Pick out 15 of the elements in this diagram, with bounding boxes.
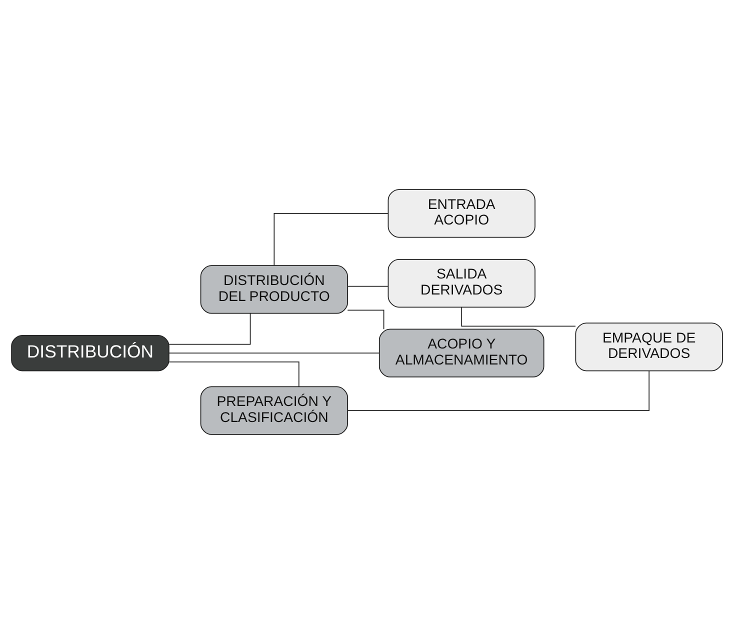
connector xyxy=(168,352,380,354)
node-box: EMPAQUE DE DERIVADOS xyxy=(575,322,723,371)
node-box: DISTRIBUCIÓN DEL PRODUCTO xyxy=(200,264,348,314)
connector xyxy=(274,212,388,266)
connector xyxy=(461,306,576,326)
connector xyxy=(168,361,300,386)
node-box: ENTRADA ACOPIO xyxy=(388,188,536,238)
connector xyxy=(168,312,251,344)
node-box: PREPARACIÓN Y CLASIFICACIÓN xyxy=(200,386,348,434)
node-box: DISTRIBUCIÓN xyxy=(11,334,170,371)
connector xyxy=(347,370,650,411)
node-box: SALIDA DERIVADOS xyxy=(388,258,536,308)
connector xyxy=(347,309,384,330)
connector xyxy=(347,285,388,286)
node-box: ACOPIO Y ALMACENAMIENTO xyxy=(378,328,544,377)
